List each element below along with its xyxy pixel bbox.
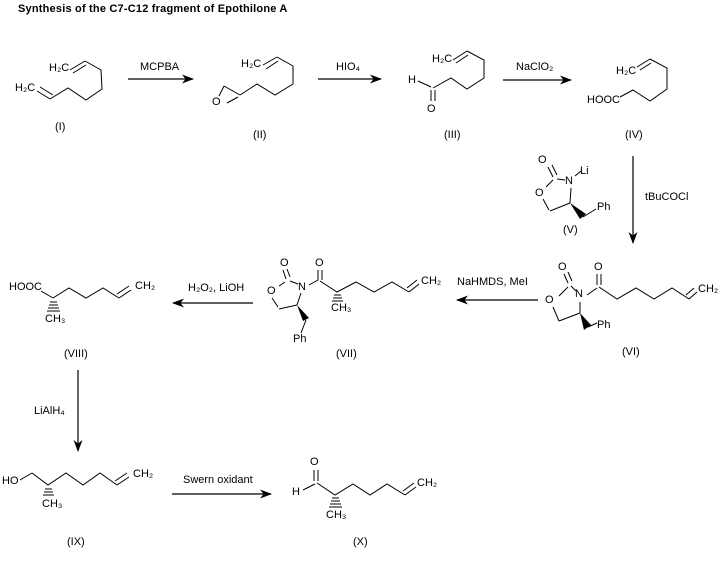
compound-V-structure — [542, 164, 597, 219]
atom-label-o: O — [427, 103, 436, 115]
atom-label-ph: Ph — [597, 201, 611, 213]
atom-label-h2c: H₂C — [432, 53, 453, 65]
stereo-hash — [47, 301, 60, 312]
atom-label-n: N — [575, 288, 583, 300]
compound-label-VII: (VII) — [336, 348, 357, 360]
atom-label-h: H — [292, 486, 300, 498]
compound-label-IX: (IX) — [67, 536, 85, 548]
atom-label-h2c: H₂C — [49, 62, 70, 74]
compound-label-V: (V) — [563, 224, 578, 236]
compound-IX-structure — [19, 472, 130, 496]
atom-label-ch2: CH₂ — [135, 280, 156, 292]
reagent-label-swern: Swern oxidant — [183, 474, 253, 486]
stereo-wedge — [580, 313, 591, 330]
compound-label-III: (III) — [444, 129, 461, 141]
atom-label-ph: Ph — [293, 333, 307, 345]
compound-label-II: (II) — [253, 129, 267, 141]
atom-label-ho: HO — [2, 475, 19, 487]
compound-III-structure — [417, 50, 485, 101]
compound-VIII-structure — [40, 285, 132, 312]
compound-I-structure — [36, 60, 103, 101]
stereo-hash — [329, 497, 342, 508]
compound-label-VIII: (VIII) — [64, 348, 88, 360]
compound-label-X: (X) — [353, 536, 368, 548]
atom-label-n: N — [565, 175, 573, 187]
compound-II-structure — [218, 56, 294, 104]
atom-label-ch3: CH₃ — [42, 498, 63, 510]
atom-label-o: O — [212, 96, 221, 108]
atom-label-hooc: HOOC — [9, 281, 42, 293]
atom-label-ch2: CH₂ — [698, 283, 719, 295]
reagent-label-mcpba: MCPBA — [140, 61, 180, 73]
reagent-label-lialh4: LiAlH₄ — [34, 405, 65, 417]
atom-label-ch3: CH₃ — [331, 302, 352, 314]
compound-label-I: (I) — [55, 121, 66, 133]
reagent-label-tbucocl: tBuCOCl — [645, 191, 689, 203]
atom-label-o: O — [267, 285, 276, 297]
atom-label-h2c: H₂C — [241, 58, 262, 70]
reagent-label-hio4: HIO₄ — [336, 61, 361, 73]
atom-label-o: O — [545, 294, 554, 306]
compound-IV-structure — [619, 58, 668, 102]
atom-label-o: O — [280, 257, 289, 269]
atom-label-h: H — [408, 74, 416, 86]
compound-label-VI: (VI) — [622, 346, 640, 358]
stereo-hash — [332, 294, 343, 302]
scheme-title: Synthesis of the C7-C12 fragment of Epot… — [18, 3, 288, 15]
atom-label-n: N — [298, 281, 306, 293]
atom-label-ch3: CH₃ — [45, 313, 66, 325]
atom-label-ch2: CH₂ — [133, 468, 154, 480]
reagent-label-h2o2-lioh: H₂O₂, LiOH — [188, 282, 245, 294]
stereo-hash — [43, 488, 54, 496]
compound-label-IV: (IV) — [625, 129, 643, 141]
atom-label-h2c: H₂C — [616, 65, 637, 77]
atom-label-ch2: CH₂ — [421, 275, 442, 287]
stereo-wedge — [297, 305, 309, 321]
atom-label-ch3: CH₃ — [326, 509, 347, 521]
atom-label-ch2: CH₂ — [417, 477, 438, 489]
atom-label-o: O — [535, 187, 544, 199]
atom-label-h2c: H₂C — [15, 82, 36, 94]
stereo-wedge — [570, 203, 586, 219]
atom-label-o: O — [594, 261, 603, 273]
atom-label-ph: Ph — [597, 319, 611, 331]
reagent-label-naclo2: NaClO₂ — [516, 61, 554, 73]
atom-label-o: O — [310, 456, 319, 468]
atom-label-o: O — [538, 154, 547, 166]
atom-label-o: O — [315, 257, 324, 269]
atom-label-hooc: HOOC — [587, 94, 620, 106]
atom-label-o: O — [558, 261, 567, 273]
compound-VII-structure — [271, 268, 420, 334]
atom-label-li: Li — [580, 165, 589, 177]
compound-X-structure — [302, 470, 417, 508]
compound-VI-structure — [552, 271, 698, 330]
reagent-label-nahmds-mei: NaHMDS, MeI — [457, 276, 528, 288]
